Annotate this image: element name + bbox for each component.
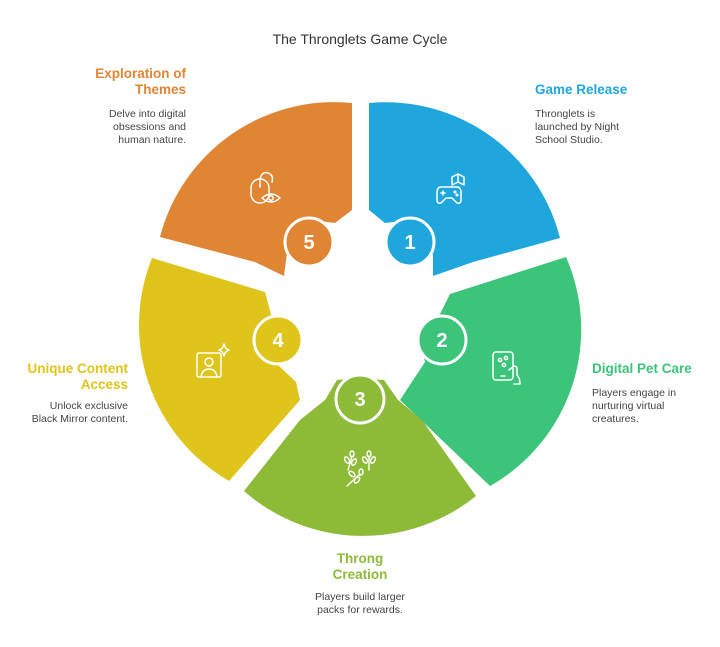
- step-1-title: Game Release: [535, 82, 705, 98]
- step-1-desc-line-3: School Studio.: [535, 134, 603, 146]
- step-2-title-line-1: Digital Pet Care: [592, 361, 692, 376]
- step-5-desc-line-1: Delve into digital: [108, 108, 186, 120]
- step-number-4: 4: [272, 330, 284, 352]
- step-circle-4: 4: [252, 314, 304, 366]
- segment-2: [400, 257, 582, 486]
- wheat-cluster-icon: [343, 450, 377, 487]
- step-2-title: Digital Pet Care: [592, 361, 717, 377]
- segment-1: [369, 102, 560, 276]
- step-3-title-line-2: Creation: [332, 567, 388, 582]
- tablet-touch-icon: [492, 351, 521, 385]
- step-5-description: Delve into digital obsessions and human …: [40, 108, 186, 147]
- step-4-title-line-2: Access: [80, 377, 128, 392]
- step-5-desc-line-3: human nature.: [118, 134, 186, 146]
- step-1-description: Thronglets is launched by Night School S…: [535, 108, 705, 147]
- step-4-title-line-1: Unique Content: [27, 361, 129, 376]
- step-1-desc-line-1: Thronglets is: [535, 108, 596, 120]
- step-2-desc-line-2: nurturing virtual: [592, 400, 665, 412]
- step-4-description: Unlock exclusive Black Mirror content.: [10, 400, 128, 426]
- step-2-description: Players engage in nurturing virtual crea…: [592, 387, 717, 426]
- step-3-title: Throng Creation: [280, 551, 440, 583]
- step-3-title-line-1: Throng: [336, 551, 384, 566]
- step-2-desc-line-1: Players engage in: [592, 387, 677, 399]
- step-circle-2: 2: [416, 314, 468, 366]
- segment-3: [244, 378, 476, 536]
- step-5-title-line-2: Themes: [134, 82, 186, 97]
- segment-4: [139, 258, 300, 481]
- step-3-desc-line-2: packs for rewards.: [317, 604, 403, 616]
- portrait-sparkle-icon: [196, 343, 230, 378]
- step-4-title: Unique Content Access: [10, 361, 129, 393]
- mouse-eye-icon: [250, 171, 281, 204]
- step-circle-5: 5: [283, 216, 335, 268]
- segment-5: [160, 102, 352, 277]
- step-number-5: 5: [303, 232, 314, 254]
- step-5-desc-line-2: obsessions and: [113, 121, 186, 133]
- step-5-title-line-1: Exploration of: [95, 66, 186, 81]
- step-3-desc-line-1: Players build larger: [315, 591, 405, 603]
- step-circle-3: 3: [334, 373, 386, 425]
- step-number-2: 2: [436, 330, 447, 352]
- step-5-title: Exploration of Themes: [40, 66, 186, 98]
- step-number-1: 1: [404, 232, 415, 254]
- step-2-desc-line-3: creatures.: [592, 413, 639, 425]
- step-1-title-line-1: Game Release: [535, 82, 628, 97]
- gamepad-book-icon: [436, 173, 465, 204]
- step-4-desc-line-2: Black Mirror content.: [31, 413, 128, 425]
- diagram-title: The Thronglets Game Cycle: [272, 31, 448, 47]
- step-1-desc-line-2: launched by Night: [535, 121, 620, 133]
- step-3-description: Players build larger packs for rewards.: [280, 591, 440, 617]
- step-number-3: 3: [354, 389, 365, 411]
- step-4-desc-line-1: Unlock exclusive: [49, 400, 128, 412]
- step-circle-1: 1: [384, 216, 436, 268]
